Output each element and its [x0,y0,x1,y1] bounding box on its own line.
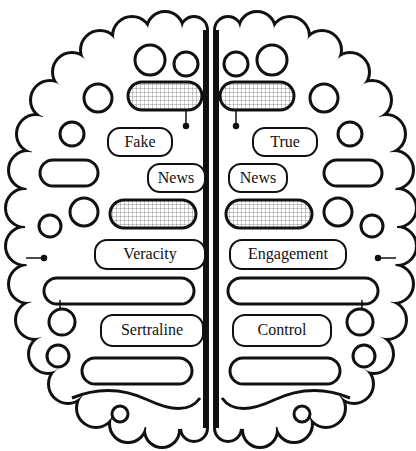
gyrus-circle [84,84,112,112]
region-label: Sertraline [121,321,183,339]
gyri [39,45,202,422]
circuit-dot [42,256,47,261]
hemisphere-fill [7,13,206,446]
brain-region-box: Fake [107,127,173,157]
circuit-dot [184,124,189,129]
gyrus-circle [49,309,75,335]
gyrus-circle [47,345,69,367]
gyrus-circle [60,122,84,146]
brain-hemisphere-mirror [216,13,415,446]
brain-region-box: Veracity [94,239,206,270]
gyrus-fold [82,358,192,384]
gyrus-circle [135,45,165,75]
brain-region-box: True [252,127,318,157]
gyrus-circle [174,52,198,76]
region-label: News [158,169,194,187]
gyrus-fold [44,278,194,304]
region-label: Fake [124,133,155,151]
brain-region-box: News [228,163,288,193]
region-label: Engagement [248,245,328,263]
midline-edge [203,30,209,428]
region-label: Control [258,321,307,339]
brain-region-box: Engagement [229,239,347,270]
circuit-marks [26,110,189,309]
region-label: True [270,133,300,151]
sulcus-line [72,390,200,408]
hemisphere-outline [7,13,206,446]
region-label: News [240,169,276,187]
brain-region-box: News [147,163,206,193]
gyrus-circle [70,198,98,226]
region-label: Veracity [123,245,176,263]
brain-region-box: Control [232,314,332,347]
circuit-line [59,300,61,309]
gyrus-fold [40,160,98,186]
gyrus-circle [112,406,128,422]
hatched-gyrus [110,200,196,228]
brain-region-box: Sertraline [100,314,204,347]
hatched-gyrus [128,82,202,110]
gyrus-circle [39,215,61,237]
brain-hemisphere [7,13,206,446]
hemisphere-body [25,30,206,430]
